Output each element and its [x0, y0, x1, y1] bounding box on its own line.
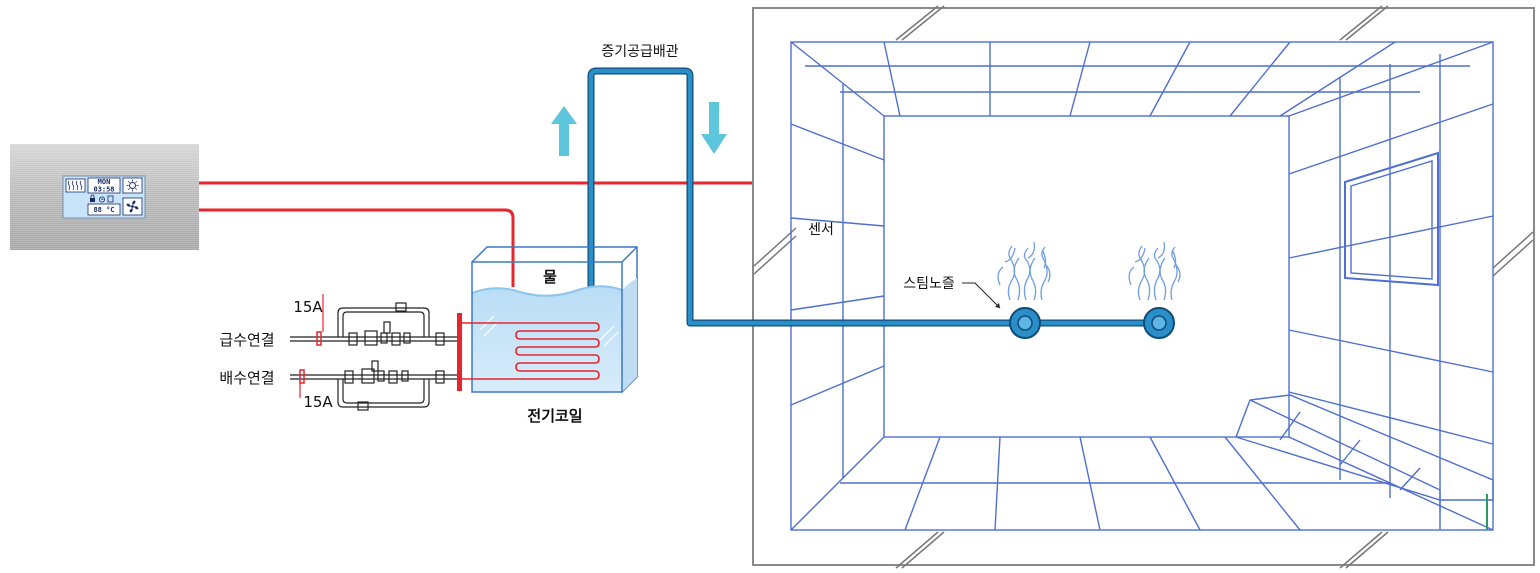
steam-pipe-label: 증기공급배관 [601, 44, 678, 60]
water-tank [457, 246, 638, 393]
controller-time: 03:58 [93, 186, 114, 194]
controller-display: MON 03:58 88 °C [62, 175, 146, 219]
nozzle-ring-icon [1009, 307, 1041, 339]
nozzle-ring-icon [1143, 307, 1175, 339]
drain-plumbing [290, 360, 457, 411]
steam-plume-icon [1128, 241, 1181, 301]
drain-pipe-size-label: 15A [303, 393, 333, 411]
controller-panel: MON 03:58 88 °C [10, 144, 199, 250]
steam-plume-icon [997, 241, 1051, 301]
supply-pipe-size-label: 15A [293, 298, 323, 316]
sauna-room [752, 5, 1535, 569]
steam-nozzle-label: 스팀노즐 [903, 276, 955, 292]
water-label: 물 [543, 268, 557, 286]
supply-plumbing [290, 302, 457, 346]
supply-connection-label: 급수연결 [219, 331, 274, 349]
electric-coil [457, 313, 600, 391]
steam-supply-pipe [587, 67, 1159, 327]
sensor-label: 센서 [808, 222, 834, 238]
fan-icon [122, 197, 143, 216]
arrow-down-icon [701, 102, 727, 154]
controller-day: MON [98, 178, 111, 186]
steam-waves-icon [65, 178, 86, 193]
drain-connection-label: 배수연결 [219, 369, 274, 387]
sun-icon [122, 177, 143, 194]
electric-coil-label: 전기코일 [527, 407, 582, 425]
arrow-up-icon [551, 106, 577, 156]
lock-icon [90, 194, 95, 202]
controller-temperature: 88 °C [93, 206, 114, 214]
heater-power-line [199, 208, 515, 287]
clock-icon [99, 196, 106, 203]
